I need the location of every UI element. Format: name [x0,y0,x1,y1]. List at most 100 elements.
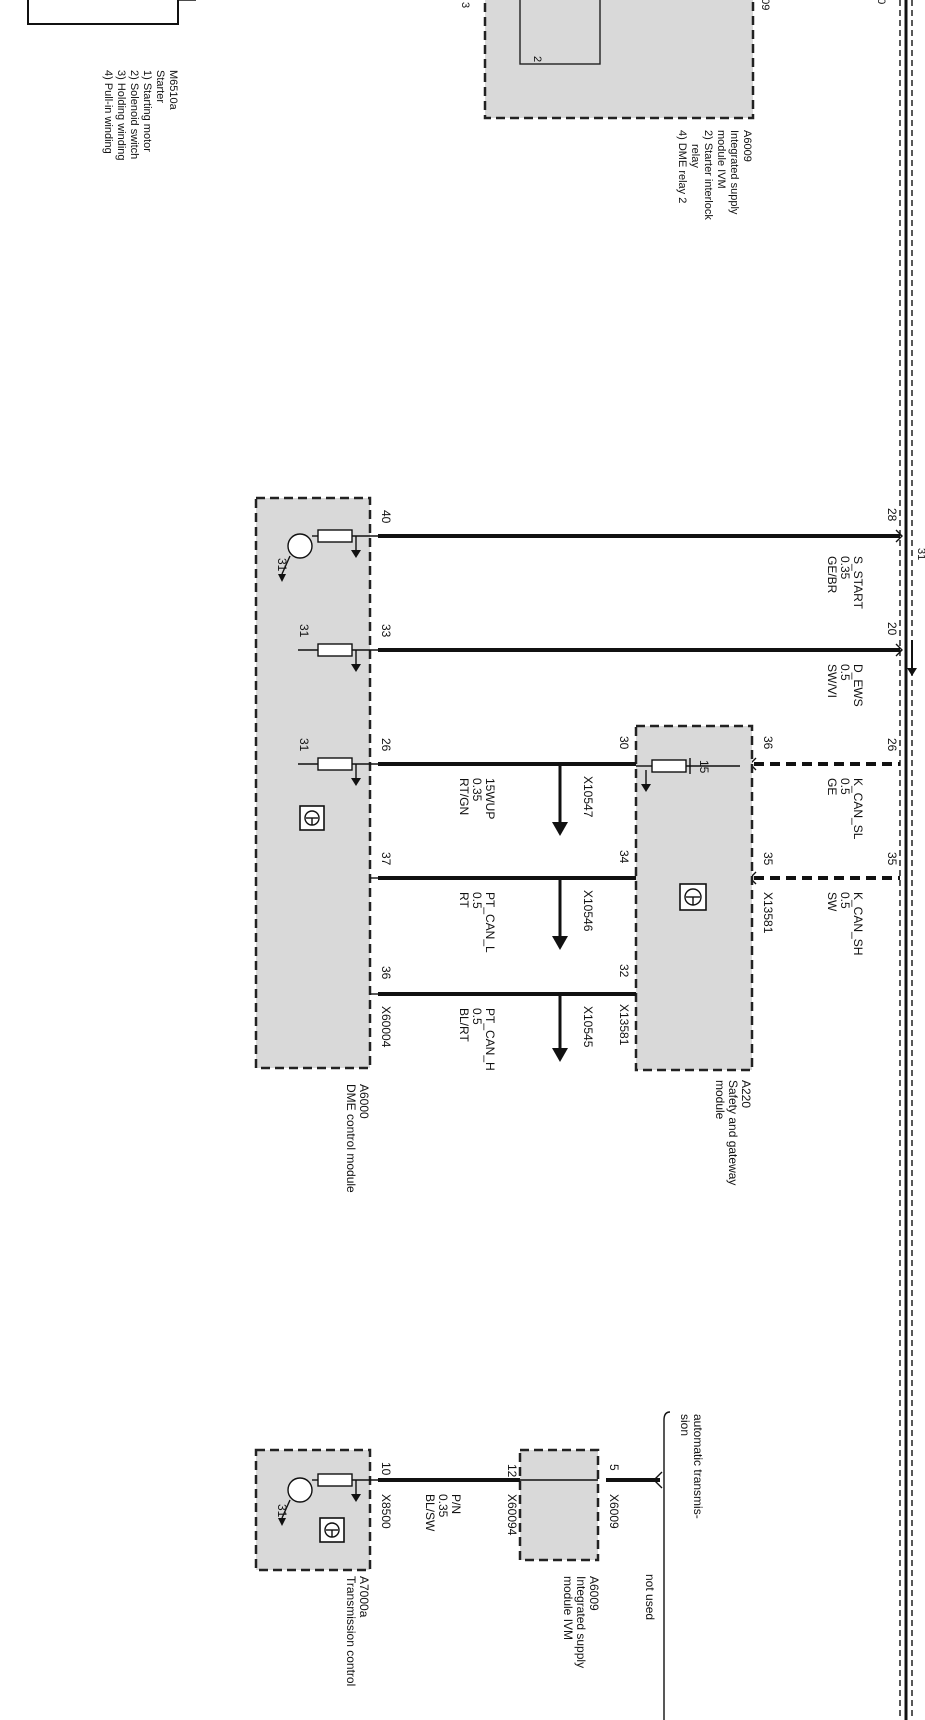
label-15wup: 15WUP 0.35 RT/GN [457,778,497,819]
starter-item-1: 1) Starting motor [141,70,153,152]
dme-pin-36: 36 [379,966,393,980]
dme-name: DME control module [344,1084,358,1193]
note-automatic-2: sion [678,1414,692,1436]
sgm-module: 15 36 35 X13581 30 34 32 X13581 A220 Saf… [617,724,775,1185]
svg-text:15WUP: 15WUP [483,778,497,819]
svg-text:RT: RT [457,892,471,908]
tcm-ground: 31 [275,1504,289,1518]
label-ptcanl: PT_CAN_L 0.5 RT [457,892,497,953]
sgm-connector-bottom: X13581 [617,1004,631,1046]
svg-text:D_EWS: D_EWS [851,664,865,707]
sgm-ref: A220 [739,1080,753,1108]
note-not-used: not used [643,1574,657,1620]
starter-item-3: 3) Holding winding [115,70,127,161]
bus-pin-26: 26 [885,738,899,752]
sgm-pin-15: 15 [697,760,711,774]
svg-text:BL/SW: BL/SW [423,1494,437,1532]
power-bus [899,0,913,1720]
svg-text:K_CAN_SL: K_CAN_SL [851,778,865,840]
ivm-top-pin-50: 50 [875,0,887,4]
label-pn: P/N 0.35 BL/SW [423,1494,463,1532]
wire-kcansh [749,871,900,885]
wire-sstart [378,529,903,543]
starter-block: M6510a Starter 1) Starting motor 2) Sole… [27,0,471,161]
sgm-pin-34: 34 [617,850,631,864]
ivm-top-module: 2 509 50 A6009 Integrated supply module … [483,0,887,220]
label-kcansh: K_CAN_SH 0.5 SW [825,892,865,955]
svg-text:GE/BR: GE/BR [825,556,839,594]
ivm-bottom-connector-bottom: X60094 [505,1494,519,1536]
svg-text:0.5: 0.5 [838,778,852,795]
tcm-pin-10: 10 [379,1462,393,1476]
ivm-bottom-pin-5: 5 [607,1464,621,1471]
tcm-name: Transmission control [344,1576,358,1686]
sgm-line-1: Safety and gateway [726,1080,740,1185]
dme-connector: X60004 [379,1006,393,1048]
wire-kcansl [749,757,900,771]
sgm-pin-36: 36 [761,736,775,750]
svg-text:SW/VI: SW/VI [825,664,839,698]
ivm-bottom-module: 5 X6009 12 X60094 A6009 Integrated suppl… [505,1448,621,1668]
label-ptcanh: PT_CAN_H 0.5 BL/RT [457,1008,497,1071]
dme-pin-33: 33 [379,624,393,638]
starter-ref: M6510a [167,70,179,111]
sgm-pin-35: 35 [761,852,775,866]
bus-pin-35: 35 [885,852,899,866]
sgm-pin-32: 32 [617,964,631,978]
svg-text:GE: GE [825,778,839,795]
bus-pin-28: 28 [885,508,899,522]
label-sstart: S_START 0.35 GE/BR [825,556,865,610]
note-automatic: automatic transmis- [691,1414,705,1519]
svg-text:0.35: 0.35 [436,1494,450,1518]
ivm-bottom-connector-top: X6009 [607,1494,621,1529]
ivm-top-ref: A6009 [741,130,753,162]
svg-text:0.35: 0.35 [470,778,484,802]
ivm-top-line-1: Integrated supply [728,130,740,215]
sgm-line-2: module [713,1080,727,1120]
svg-text:0.35: 0.35 [838,556,852,580]
ivm-bottom-line-2: module IVM [561,1576,575,1640]
splice-x10545: X10545 [581,1006,595,1048]
svg-text:SW: SW [825,892,839,912]
splice-x10546: X10546 [581,890,595,932]
tcm-connector: X8500 [379,1494,393,1529]
ivm-top-connector: 509 [759,0,771,10]
ivm-top-line-3: 2) Starter interlock [702,130,714,220]
svg-text:0.5: 0.5 [470,892,484,909]
label-dews: D_EWS 0.5 SW/VI [825,664,865,707]
dme-ground-40: 31 [275,558,289,572]
sgm-connector-top: X13581 [761,892,775,934]
bus-pin-labels: 28 20 26 35 31 [885,508,925,866]
svg-text:S_START: S_START [851,556,865,610]
ivm-top-line-5: 4) DME relay 2 [676,130,688,203]
svg-text:0.5: 0.5 [838,892,852,909]
dme-pin-37: 37 [379,852,393,866]
starter-name: Starter [154,70,166,103]
ivm-top-line-4: relay [689,144,701,168]
svg-text:0.5: 0.5 [838,664,852,681]
label-kcansl: K_CAN_SL 0.5 GE [825,778,865,840]
starter-item-4: 4) Pull-in winding [102,70,114,154]
ivm-bottom-line-1: Integrated supply [574,1576,588,1668]
dme-ref: A6000 [357,1084,371,1119]
dme-ground-26: 31 [297,738,311,752]
starter-item-2: 2) Solenoid switch [128,70,140,159]
sgm-pin-30: 30 [617,736,631,750]
bus-ground-31: 31 [915,548,925,560]
tcm-ref: A7000a [357,1576,371,1618]
svg-text:BL/RT: BL/RT [457,1008,471,1042]
bus-pin-20: 20 [885,622,899,636]
svg-text:P/N: P/N [449,1494,463,1514]
ivm-top-line-2: module IVM [715,130,727,189]
svg-text:PT_CAN_H: PT_CAN_H [483,1008,497,1071]
ivm-bottom-ref: A6009 [587,1576,601,1611]
dme-module: 40 33 26 37 36 X60004 31 31 31 A6000 DME… [254,496,393,1193]
svg-text:K_CAN_SH: K_CAN_SH [851,892,865,955]
ivm-top-pin-2: 2 [531,56,543,62]
svg-text:PT_CAN_L: PT_CAN_L [483,892,497,953]
dme-pin-26: 26 [379,738,393,752]
auto-trans-section: automatic transmis- sion not used [606,1411,705,1720]
starter-pin-3: 3 [459,2,471,8]
dme-pin-40: 40 [379,510,393,524]
